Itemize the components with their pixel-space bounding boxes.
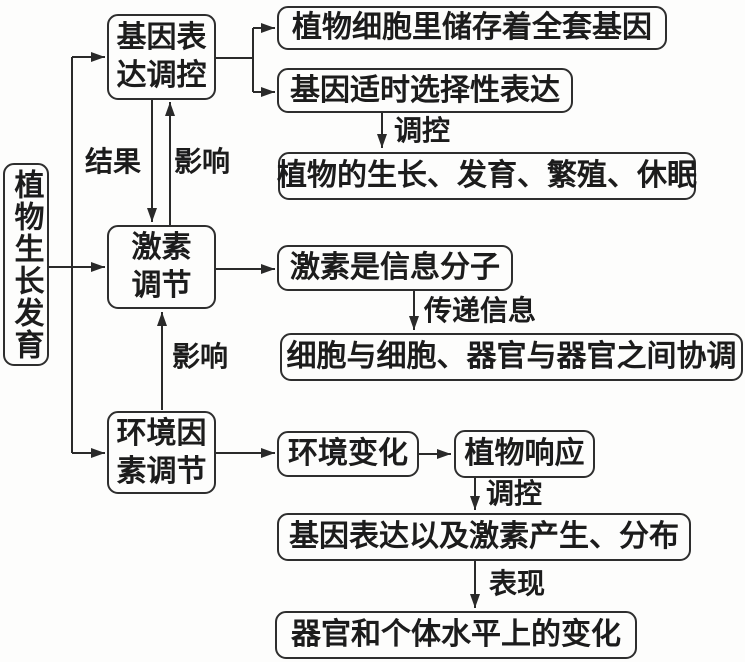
node-label: 细胞与细胞、器官与器官之间协调 [286,340,737,373]
node-label: 植物细胞里储存着全套基因 [292,11,652,44]
node-label: 植物生长发育 [9,168,43,361]
node-gene-expression-regulation: 基因表 达调控 [107,14,216,100]
node-label: 基因表达以及激素产生、分布 [289,520,679,553]
edge-label-regulate-top: 调控 [394,116,451,147]
node-plant-response: 植物响应 [454,430,595,478]
node-full-gene-set: 植物细胞里储存着全套基因 [277,6,667,50]
node-organ-individual-change: 器官和个体水平上的变化 [275,611,637,659]
node-gene-hormone-expression: 基因表达以及激素产生、分布 [277,513,691,561]
node-label-line2: 达调控 [116,59,207,92]
edge-label-manifest: 表现 [489,569,546,600]
gene-branch-line [215,28,254,92]
node-label: 激素是信息分子 [290,251,500,284]
edge-label-influence-top: 影响 [174,147,231,178]
node-label-line2: 素调节 [116,454,207,488]
node-selective-expression: 基因适时选择性表达 [277,68,573,113]
node-cell-organ-coordination: 细胞与细胞、器官与器官之间协调 [280,333,743,381]
node-label-line2: 调节 [131,269,192,302]
node-label: 基因适时选择性表达 [290,73,560,107]
node-label: 器官和个体水平上的变化 [291,618,621,651]
node-label-line1: 环境因 [116,416,207,450]
node-environment-change: 环境变化 [277,431,419,477]
node-label-line1: 基因表 [116,21,207,54]
edge-label-transmit-info: 传递信息 [424,296,537,327]
node-environment-regulation: 环境因 素调节 [107,411,216,494]
node-plant-growth-development: 植物生长发育 [3,163,49,366]
node-hormone-info-molecule: 激素是信息分子 [277,245,513,291]
node-growth-processes: 植物的生长、发育、繁殖、休眠 [277,152,697,200]
edge-label-regulate-bottom: 调控 [486,479,543,510]
node-hormone-regulation: 激素 调节 [107,225,216,309]
edge-label-result: 结果 [85,147,142,178]
node-label: 植物响应 [464,437,585,470]
node-label: 植物的生长、发育、繁殖、休眠 [277,159,697,192]
node-label-line1: 激素 [131,231,192,264]
edge-label-influence-bottom: 影响 [172,342,229,373]
node-label: 环境变化 [288,437,408,470]
